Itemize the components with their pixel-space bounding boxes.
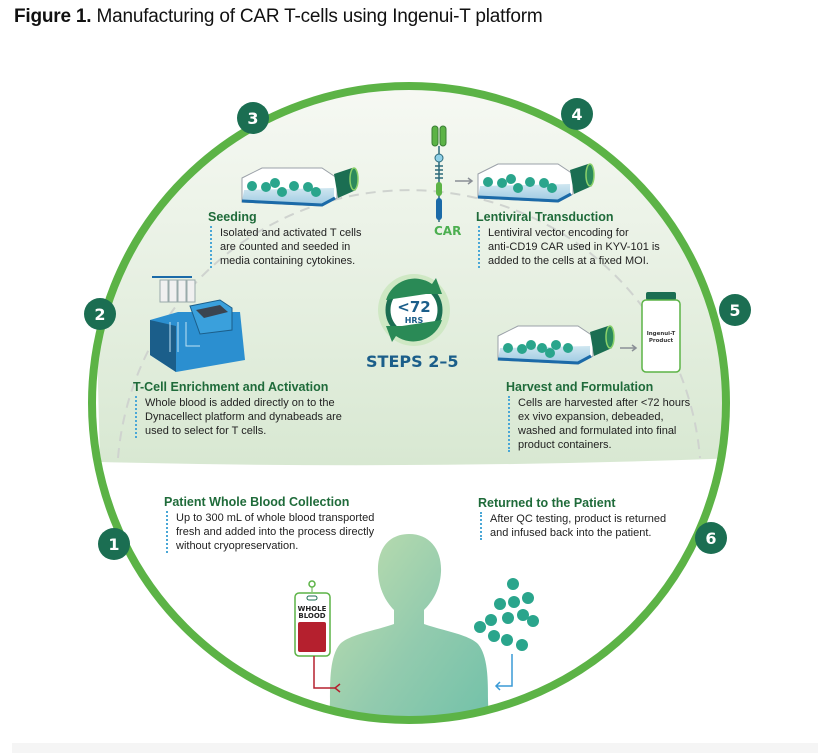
bottom-strip	[12, 743, 818, 753]
culture-flask-seeding	[241, 167, 359, 207]
car-receptor-icon	[431, 125, 447, 222]
step-1-description: Up to 300 mL of whole blood transported …	[166, 511, 374, 553]
timer-unit: HRS	[405, 316, 424, 325]
step-badge-5: 5	[719, 294, 751, 326]
step-3-title: Seeding	[208, 210, 257, 224]
product-label-line2: Product	[649, 338, 674, 344]
steps-range-label: STEPS 2–5	[366, 352, 459, 371]
step-badge-4: 4	[561, 98, 593, 130]
step-3-text: Seeding Isolated and activated T cells a…	[208, 210, 361, 268]
infusion-line	[494, 654, 513, 691]
culture-flask-harvest	[497, 325, 615, 365]
step-5-text: Harvest and Formulation Cells are harves…	[506, 380, 690, 452]
process-ring	[88, 82, 730, 724]
figure-caption: Figure 1. Manufacturing of CAR T-cells u…	[14, 6, 543, 28]
arrow-flask-to-product	[620, 344, 638, 352]
step-badge-6: 6	[695, 522, 727, 554]
step-6-description: After QC testing, product is returned an…	[480, 512, 666, 540]
figure-title: Manufacturing of CAR T-cells using Ingen…	[96, 6, 543, 27]
step-2-title: T-Cell Enrichment and Activation	[133, 380, 329, 394]
arrow-car-to-flask	[455, 177, 474, 185]
step-3-description: Isolated and activated T cells are count…	[210, 226, 361, 268]
car-label: CAR	[434, 224, 462, 238]
step-2-text: T-Cell Enrichment and Activation Whole b…	[133, 380, 342, 438]
step-badge-2: 2	[84, 298, 116, 330]
step-4-title: Lentiviral Transduction	[476, 210, 614, 224]
step-6-text: Returned to the Patient After QC testing…	[478, 496, 666, 540]
culture-flask-transduction	[477, 163, 595, 203]
step-4-description: Lentiviral vector encoding for anti-CD19…	[478, 226, 660, 268]
step-1-text: Patient Whole Blood Collection Up to 300…	[164, 495, 374, 553]
step-badge-1: 1	[98, 528, 130, 560]
step-6-title: Returned to the Patient	[478, 496, 616, 510]
blood-bag-label-line1: WHOLE	[298, 605, 327, 613]
step-2-description: Whole blood is added directly on to the …	[135, 396, 342, 438]
step-1-title: Patient Whole Blood Collection	[164, 495, 350, 509]
timer-value: <72	[397, 298, 430, 316]
patient-silhouette	[328, 534, 490, 720]
blood-bag-icon	[294, 580, 341, 693]
car-t-cells-icon	[474, 578, 539, 651]
figure-label: Figure 1.	[14, 6, 92, 27]
product-label-line1: Ingenui-T	[647, 331, 676, 337]
step-5-description: Cells are harvested after <72 hours ex v…	[508, 396, 690, 452]
timer-icon	[378, 274, 450, 346]
blood-bag-label-line2: BLOOD	[298, 612, 325, 620]
product-bottle-icon	[641, 292, 681, 373]
step-badge-3: 3	[237, 102, 269, 134]
dynacellect-instrument-icon	[150, 276, 245, 372]
step-5-title: Harvest and Formulation	[506, 380, 654, 394]
step-4-text: Lentiviral Transduction Lentiviral vecto…	[476, 210, 660, 268]
